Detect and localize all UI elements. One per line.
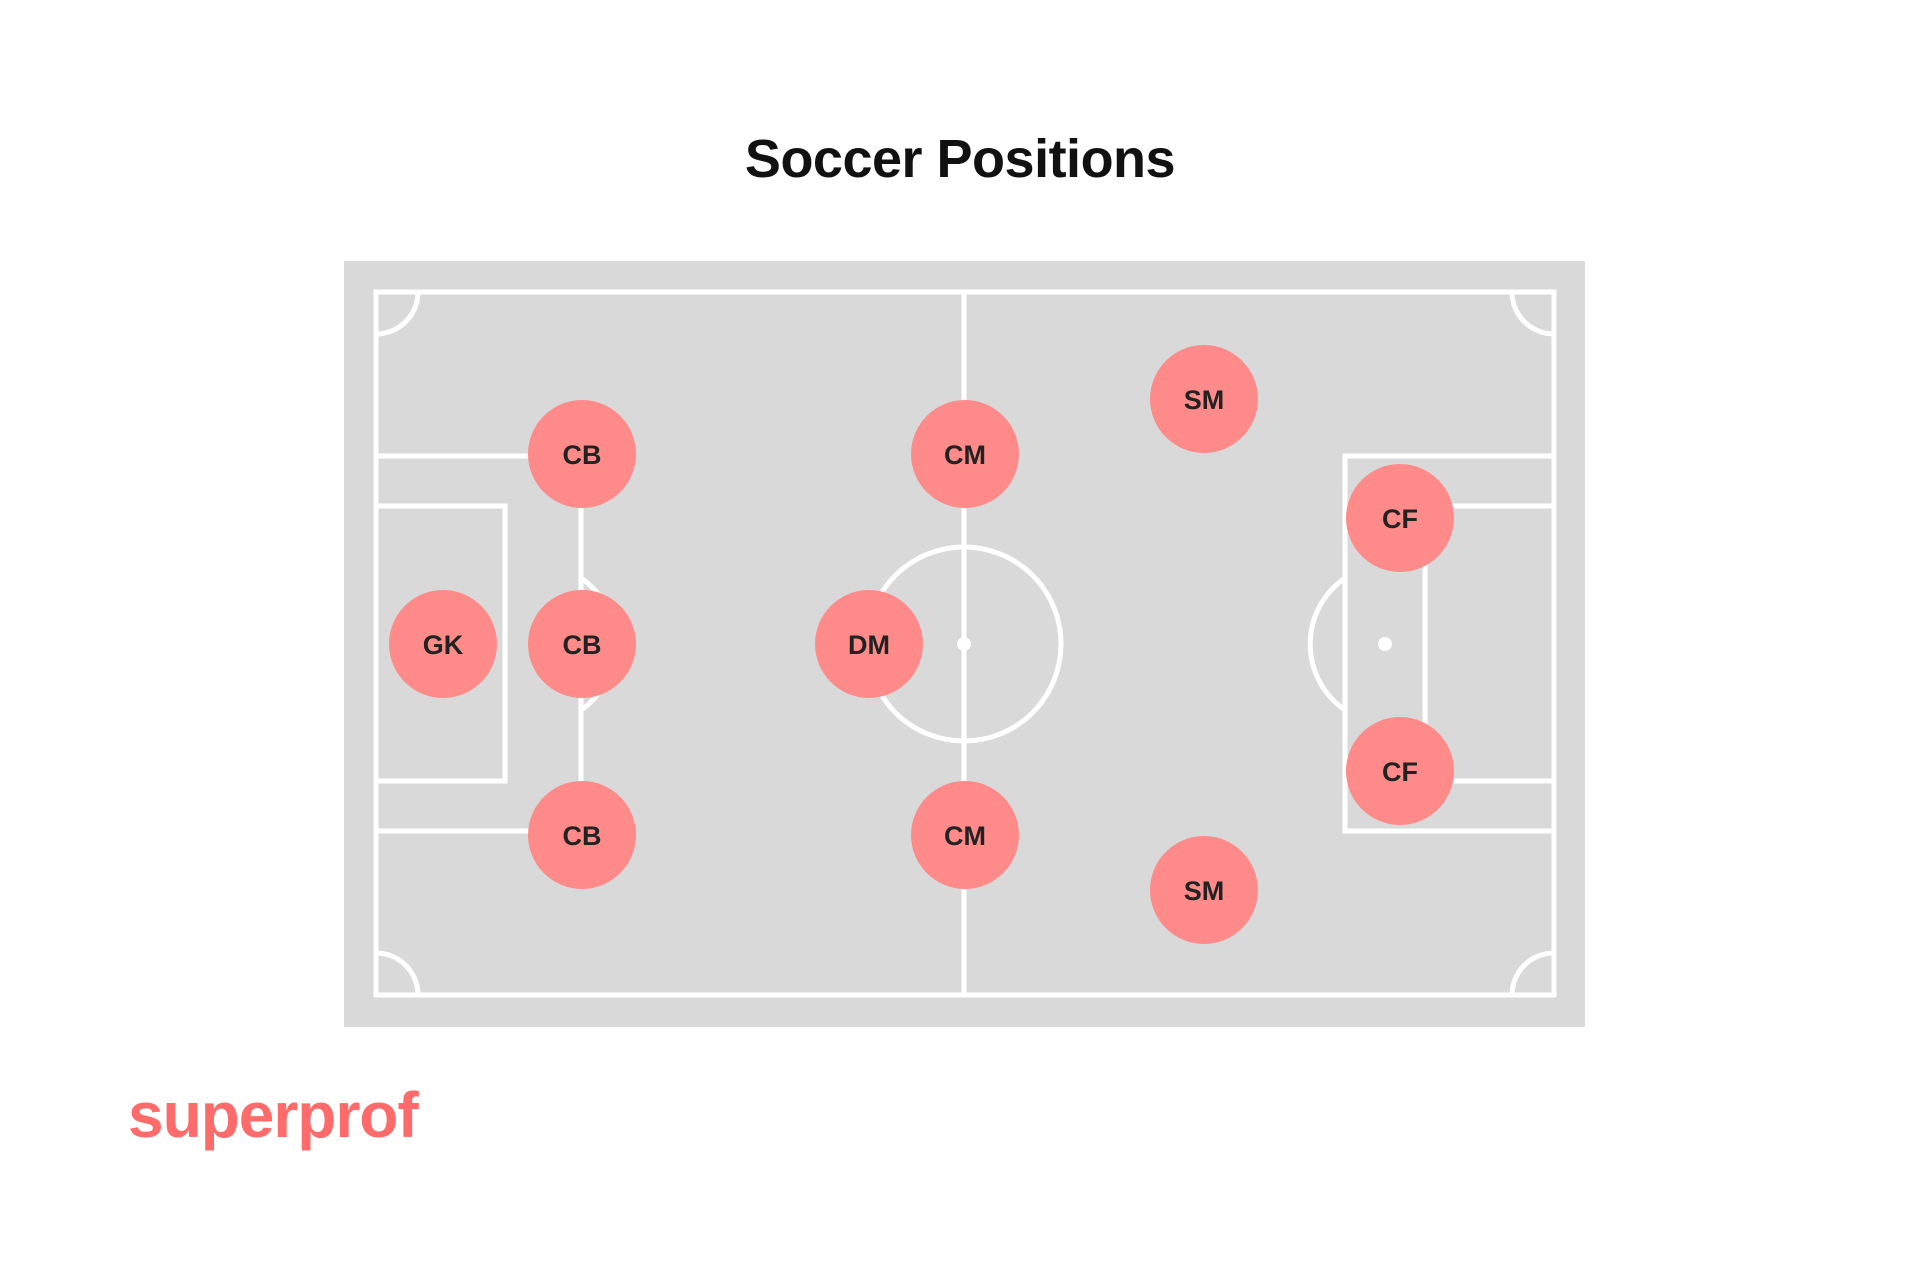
player-circle: [389, 590, 497, 698]
player-marker-goalkeeper: GK: [389, 590, 497, 698]
player-circle: [911, 400, 1019, 508]
player-label: CM: [944, 821, 986, 851]
player-label: GK: [423, 630, 464, 660]
player-marker-center-midfielder-bottom: CM: [911, 781, 1019, 889]
right-penalty-spot: [1378, 637, 1392, 651]
player-marker-defensive-midfielder: DM: [815, 590, 923, 698]
player-label: CF: [1382, 504, 1418, 534]
player-marker-side-midfielder-top: SM: [1150, 345, 1258, 453]
corner-arc-top-right: [1509, 291, 1555, 337]
player-label: SM: [1184, 876, 1225, 906]
player-circle: [528, 400, 636, 508]
player-marker-side-midfielder-bottom: SM: [1150, 836, 1258, 944]
right-penalty-arc: [1307, 575, 1347, 713]
player-marker-center-forward-top: CF: [1346, 464, 1454, 572]
player-marker-center-back-bottom: CB: [528, 781, 636, 889]
player-label: CB: [563, 821, 602, 851]
corner-arc-top-left: [375, 291, 421, 337]
corner-arc-bottom-right: [1509, 950, 1555, 996]
diagram-title: Soccer Positions: [744, 129, 1176, 189]
player-label: CF: [1382, 757, 1418, 787]
player-circle: [911, 781, 1019, 889]
player-circle: [1150, 345, 1258, 453]
player-label: CB: [563, 440, 602, 470]
player-circle: [528, 781, 636, 889]
player-marker-center-back-top: CB: [528, 400, 636, 508]
center-spot: [957, 637, 971, 651]
right-penalty-box: [1342, 453, 1554, 834]
superprof-logo: superprof: [128, 1079, 419, 1151]
player-label: CB: [563, 630, 602, 660]
player-circle: [815, 590, 923, 698]
player-label: SM: [1184, 385, 1225, 415]
left-goal-box: [376, 503, 508, 784]
player-circle: [528, 590, 636, 698]
player-circle: [1346, 717, 1454, 825]
player-marker-center-forward-bottom: CF: [1346, 717, 1454, 825]
right-goal-box: [1422, 503, 1554, 784]
player-label: CM: [944, 440, 986, 470]
player-label: DM: [848, 630, 890, 660]
player-circle: [1150, 836, 1258, 944]
player-circle: [1346, 464, 1454, 572]
player-marker-center-back-middle: CB: [528, 590, 636, 698]
player-marker-center-midfielder-top: CM: [911, 400, 1019, 508]
corner-arc-bottom-left: [375, 950, 421, 996]
player-markers: GK CB CB CB DM CM CM SM SM CF CF: [389, 345, 1454, 944]
